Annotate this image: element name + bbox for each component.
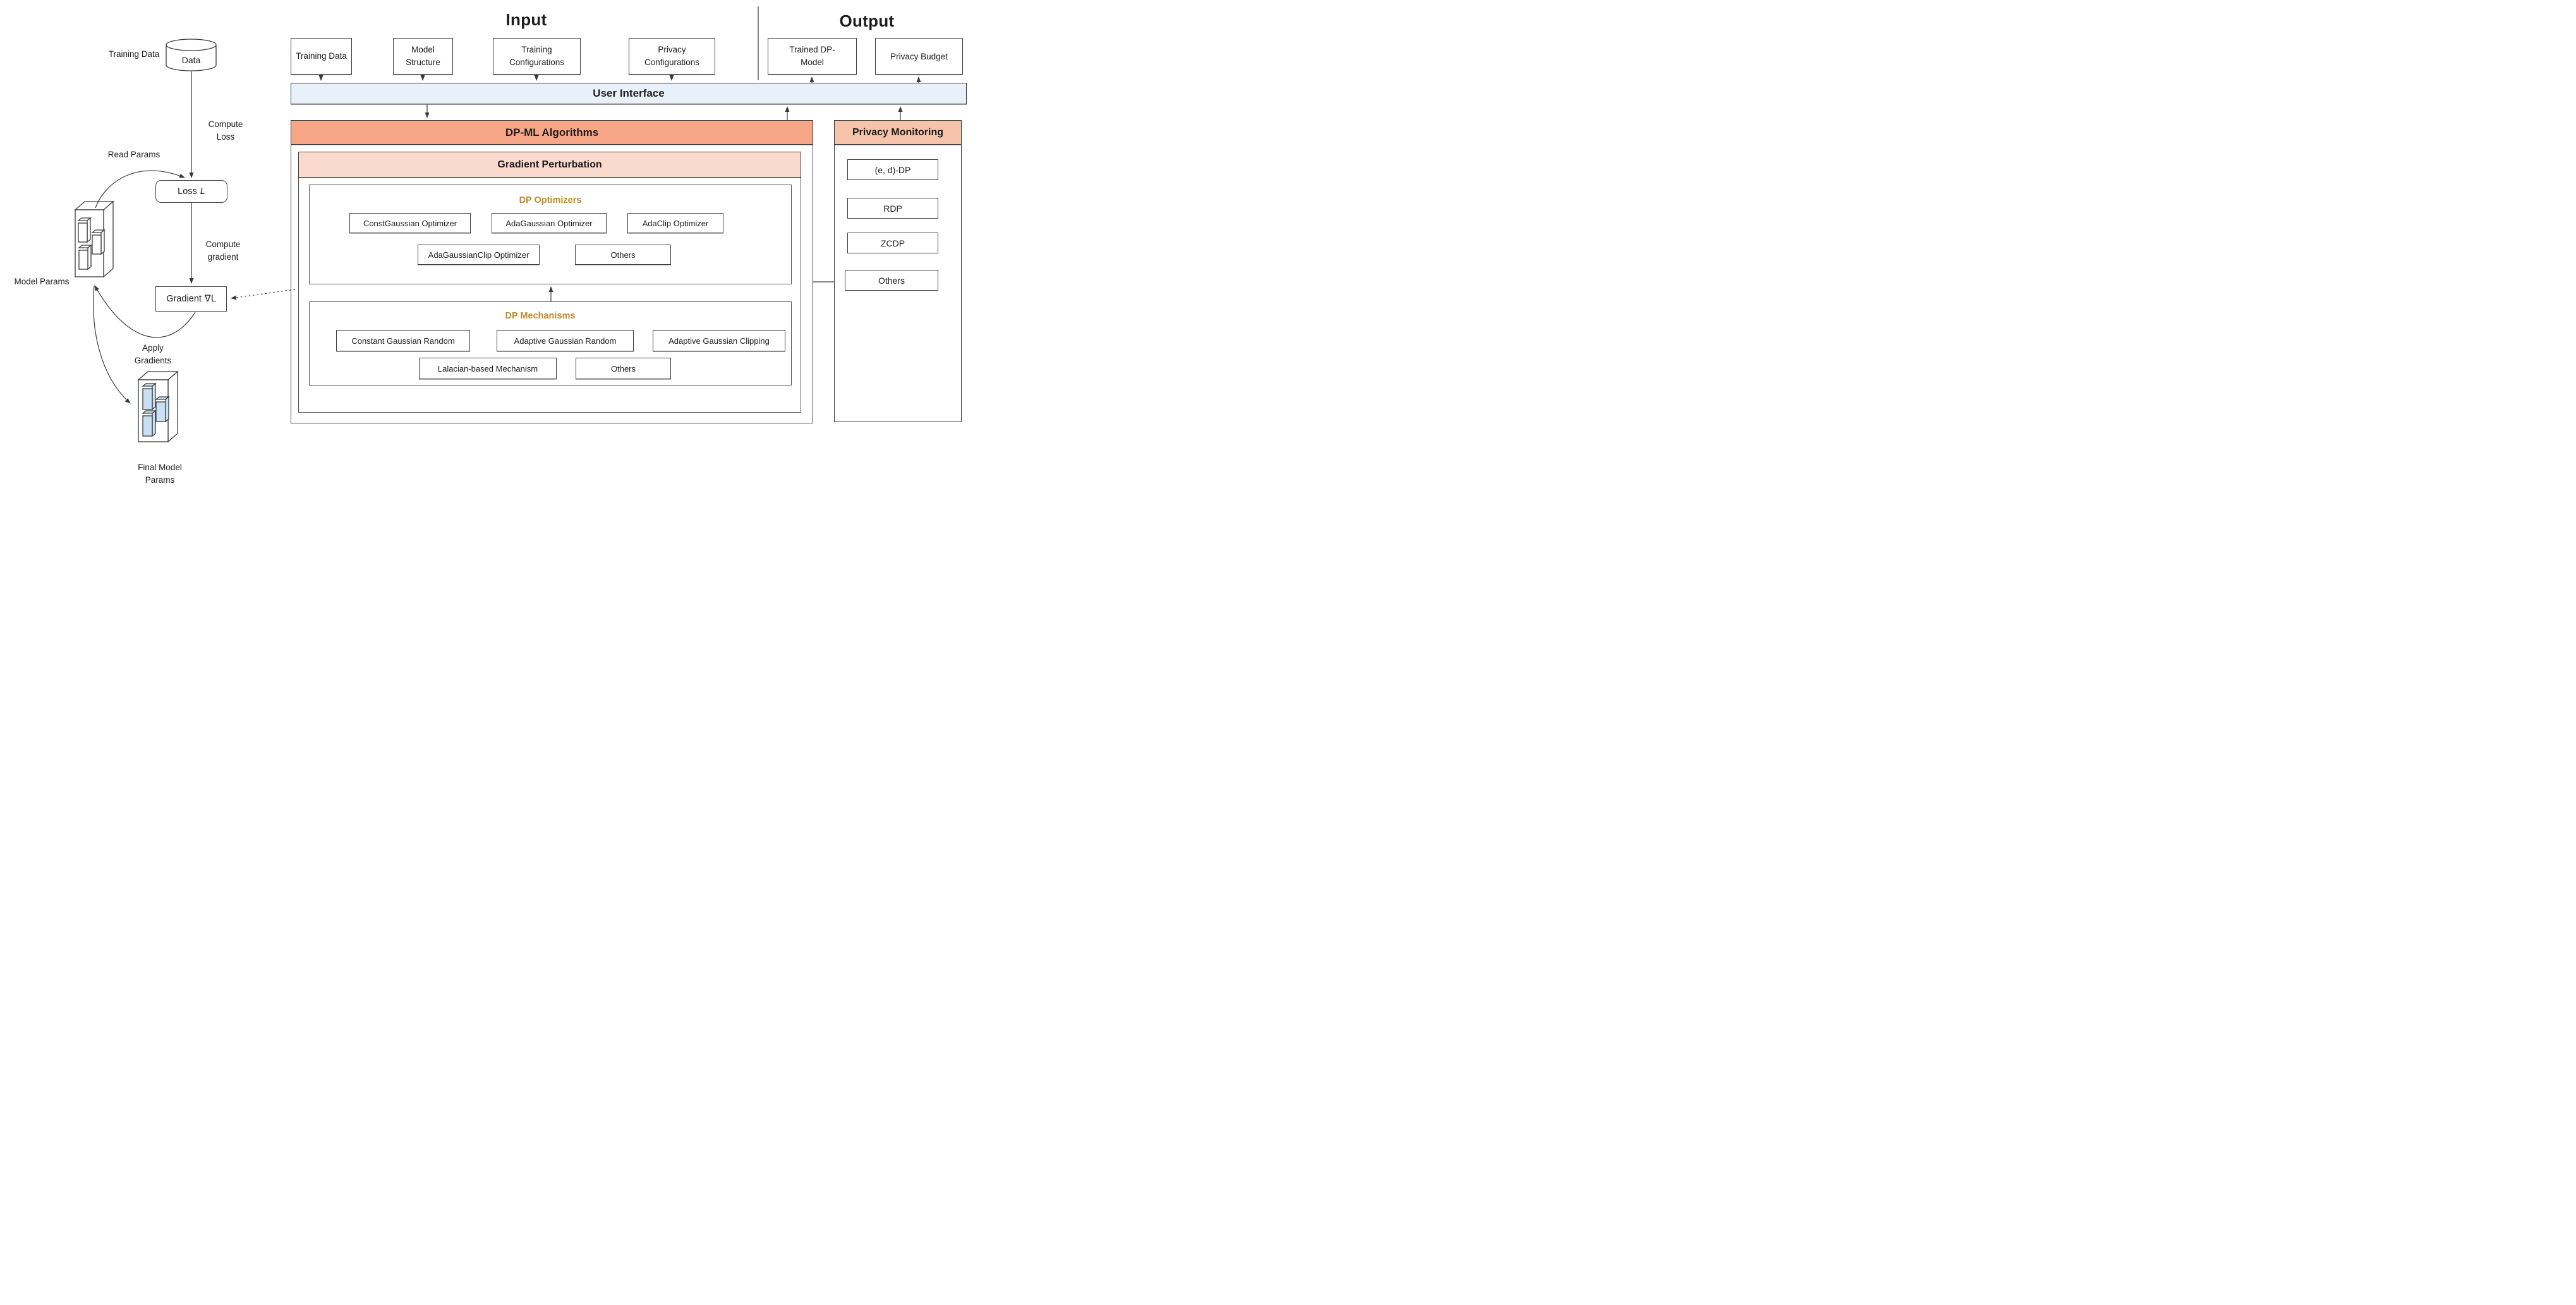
privacy-box-rdp: RDP	[847, 198, 938, 219]
dp-mechanisms-title: DP Mechanisms	[505, 310, 576, 321]
trained-dp-model-label: Trained DP-Model	[789, 44, 835, 67]
dp-ml-architecture-diagram: Training Data Data Compute Loss Read Par…	[0, 0, 981, 497]
optimizer-box-adaclip: AdaClip Optimizer	[627, 213, 723, 233]
read-params-label: Read Params	[107, 149, 160, 159]
optimizer-box-others: Others	[575, 245, 671, 265]
apply-gradients-label: Apply Gradients	[134, 343, 172, 365]
gradient-symbol: ∇L	[204, 294, 216, 304]
mechanism-box-adaptive-gaussian-random: Adaptive Gaussian Random	[497, 330, 634, 351]
privacy-box-ed-dp: (e, d)-DP	[847, 159, 938, 180]
optimizer-box-constgaussian: ConstGaussian Optimizer	[349, 213, 471, 233]
data-store-label: Data	[181, 55, 201, 66]
input-title: Input	[505, 9, 547, 29]
gradient-perturbation-header: Gradient Perturbation	[298, 152, 801, 178]
mechanism-box-adaptive-gaussian-clipping: Adaptive Gaussian Clipping	[653, 330, 785, 351]
output-box-privacy-budget: Privacy Budget	[875, 38, 963, 75]
gradient-node-label: Gradient	[166, 294, 202, 304]
arrow-dpml-to-gradient-dotted	[231, 289, 296, 300]
model-params-label: Model Params	[14, 276, 70, 286]
user-interface-bar: User Interface	[291, 83, 967, 104]
mechanism-box-others: Others	[576, 358, 671, 379]
dp-optimizers-container	[309, 185, 792, 284]
privacy-box-others: Others	[845, 270, 938, 291]
compute-loss-label: Compute Loss	[208, 119, 243, 142]
optimizer-box-adagaussian: AdaGaussian Optimizer	[492, 213, 607, 233]
input-box-model-structure: Model Structure	[393, 38, 453, 75]
model-params-icon	[74, 200, 114, 278]
output-box-trained-dp-model: Trained DP-Model	[768, 38, 857, 75]
optimizer-box-adagaussianclip: AdaGaussianClip Optimizer	[418, 245, 540, 265]
training-data-label: Training Data	[108, 49, 160, 59]
privacy-box-zcdp: ZCDP	[847, 233, 938, 253]
privacy-monitoring-header: Privacy Monitoring	[834, 120, 962, 145]
loss-symbol: L	[200, 186, 205, 197]
output-title: Output	[839, 11, 895, 30]
final-model-params-label: Final Model Params	[138, 462, 182, 485]
mechanism-box-lalacian-based: Lalacian-based Mechanism	[419, 358, 557, 379]
input-box-privacy-configurations: Privacy Configurations	[629, 38, 715, 75]
final-model-params-icon	[137, 370, 179, 443]
input-box-training-data: Training Data	[291, 38, 352, 75]
gradient-node: Gradient∇L	[155, 286, 227, 312]
input-box-training-configurations: Training Configurations	[493, 38, 581, 75]
loss-node-label: Loss	[178, 186, 197, 197]
dpml-header: DP-ML Algorithms	[291, 120, 813, 145]
dp-optimizers-title: DP Optimizers	[519, 195, 582, 205]
compute-gradient-label: Compute gradient	[205, 239, 241, 262]
mechanism-box-constant-gaussian-random: Constant Gaussian Random	[336, 330, 470, 351]
